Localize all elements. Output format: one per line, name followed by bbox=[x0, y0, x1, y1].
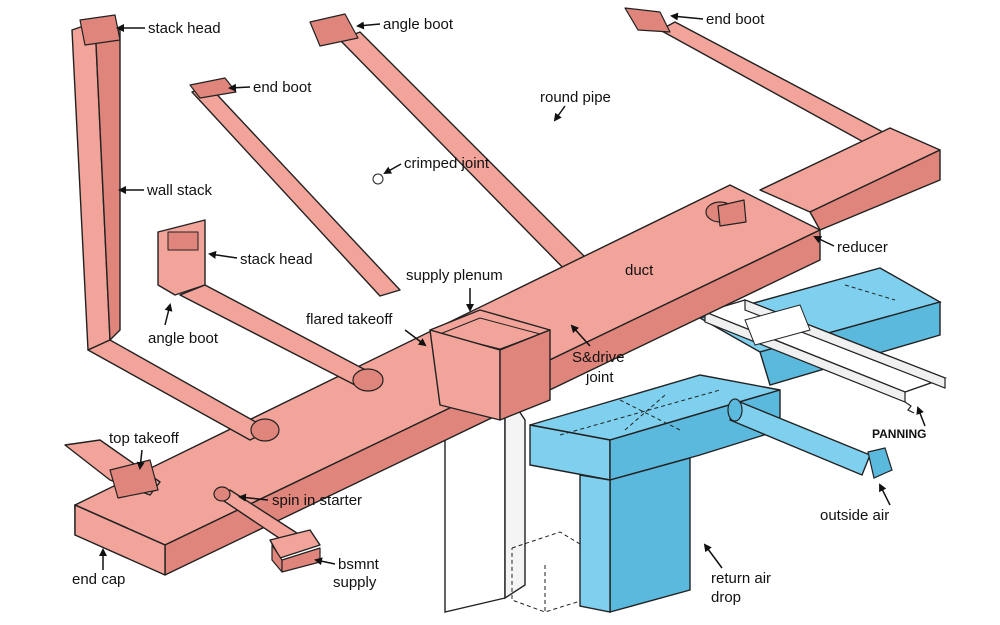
label-wall-stack: wall stack bbox=[146, 182, 213, 199]
label-flared-takeoff: flared takeoff bbox=[306, 311, 393, 328]
supply-system bbox=[64, 7, 941, 576]
label-stack-head-mid: stack head bbox=[240, 251, 313, 268]
label-panning: PANNING bbox=[872, 427, 926, 441]
furnace bbox=[444, 387, 591, 613]
label-bsmnt-line2: supply bbox=[333, 574, 377, 591]
label-angle-boot-top: angle boot bbox=[383, 16, 454, 33]
label-end-cap: end cap bbox=[72, 571, 125, 588]
label-bsmnt-line1: bsmnt bbox=[338, 556, 380, 573]
label-crimped-joint: crimped joint bbox=[404, 155, 490, 172]
return-air-system bbox=[529, 267, 942, 613]
label-supply-plenum: supply plenum bbox=[406, 267, 503, 284]
label-return-line1: return air bbox=[711, 570, 771, 587]
label-top-takeoff: top takeoff bbox=[109, 430, 180, 447]
label-reducer: reducer bbox=[837, 239, 888, 256]
label-return-line2: drop bbox=[711, 589, 741, 606]
labels: stack head angle boot end boot end boot … bbox=[72, 11, 926, 606]
label-sdrive-line1: S&drive bbox=[572, 349, 625, 366]
label-duct: duct bbox=[625, 262, 654, 279]
label-spin-in-starter: spin in starter bbox=[272, 492, 362, 509]
label-stack-head-top: stack head bbox=[148, 20, 221, 37]
label-end-boot-right: end boot bbox=[706, 11, 765, 28]
panning bbox=[702, 299, 948, 414]
label-angle-boot-mid: angle boot bbox=[148, 330, 219, 347]
label-outside-air: outside air bbox=[820, 507, 889, 524]
label-sdrive-line2: joint bbox=[585, 369, 614, 386]
label-round-pipe: round pipe bbox=[540, 89, 611, 106]
label-end-boot-left: end boot bbox=[253, 79, 312, 96]
